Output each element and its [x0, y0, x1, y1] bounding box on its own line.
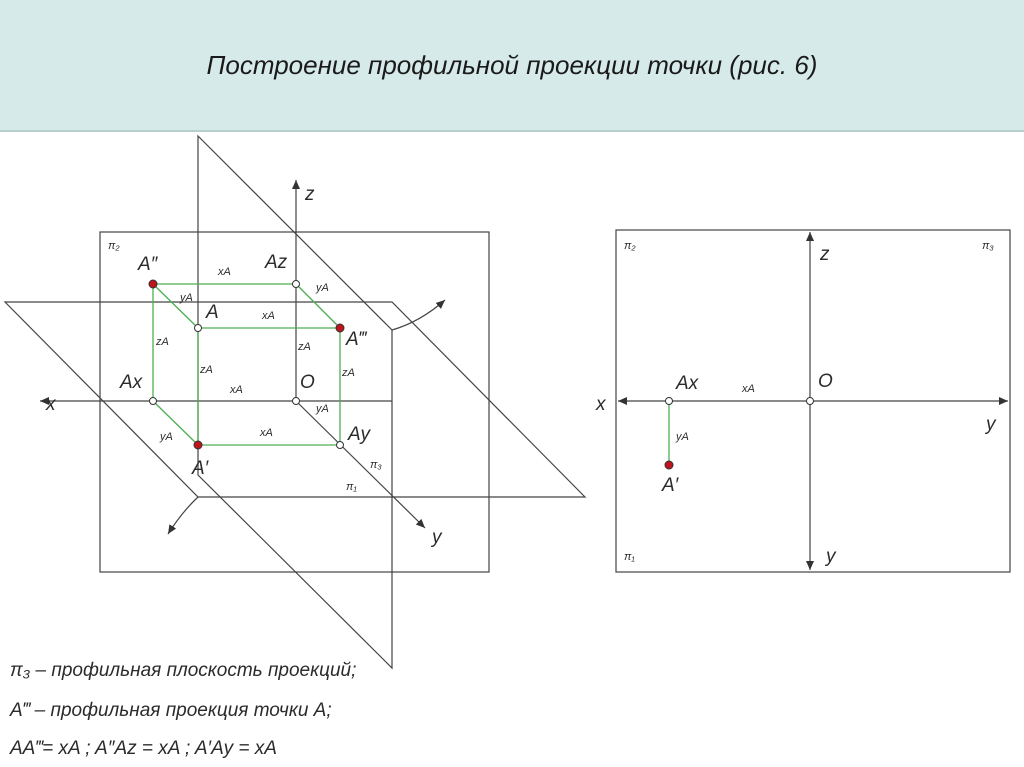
- epure-dim-xA: xA: [741, 383, 755, 395]
- dim-xA-bottom: xA: [259, 427, 273, 439]
- point-O: [292, 397, 300, 405]
- dim-xA-top: xA: [217, 266, 231, 278]
- dim-yA-2: yA: [315, 282, 329, 294]
- y-axis: [295, 400, 426, 529]
- label-Az: Az: [264, 252, 288, 273]
- epure-point-Ax: [665, 397, 673, 405]
- epure-label-Ax: Ax: [675, 373, 700, 394]
- epure-label-y-right: y: [984, 414, 997, 435]
- epure-frame: [615, 229, 1011, 573]
- point-A3: [335, 323, 345, 333]
- epure-label-z: z: [819, 244, 830, 265]
- label-z: z: [304, 184, 315, 205]
- label-y: y: [430, 527, 443, 548]
- dim-zA-2: zA: [199, 364, 213, 376]
- construction-lines: [152, 283, 341, 446]
- legend-line-3: AA‴= xA ; A″Az = xA ; A′Ay = xA: [9, 738, 277, 759]
- label-A1: A′: [191, 458, 210, 479]
- label-x: x: [45, 394, 57, 415]
- legend-line-2: A‴ – профильная проекция точки A;: [9, 700, 332, 721]
- dim-zA-4: zA: [341, 367, 355, 379]
- horizontal-plane: [3, 301, 587, 498]
- label-pi1: π₁: [346, 481, 357, 493]
- dim-xA-axis: xA: [229, 384, 243, 396]
- dim-zA-3: zA: [297, 341, 311, 353]
- epure-label-pi3: π₃: [982, 240, 994, 252]
- epure-label-pi2: π₂: [624, 240, 636, 252]
- dim-yA-1: yA: [179, 292, 193, 304]
- point-A2: [148, 279, 158, 289]
- point-Ax: [149, 397, 157, 405]
- dim-yA-3: yA: [315, 403, 329, 415]
- point-Az: [292, 280, 300, 288]
- epure-label-A1: A′: [661, 475, 680, 496]
- label-A2: A″: [137, 254, 159, 275]
- dim-yA-4: yA: [159, 431, 173, 443]
- epure-label-pi1: π₁: [624, 551, 635, 563]
- rotation-arrow-horizontal: [167, 496, 199, 535]
- point-A: [194, 324, 202, 332]
- label-A: A: [205, 302, 219, 323]
- epure-point-A1: [664, 460, 674, 470]
- label-Ay: Ay: [347, 424, 372, 445]
- epure-dim-yA: yA: [675, 431, 689, 443]
- label-pi2: π₂: [108, 240, 120, 252]
- epure-point-O: [806, 397, 814, 405]
- left-points: [148, 279, 345, 450]
- label-origin: O: [300, 372, 315, 393]
- label-pi3: π₃: [370, 459, 382, 471]
- label-Ax: Ax: [119, 372, 144, 393]
- epure-label-x: x: [595, 394, 607, 415]
- legend-line-1: π₃ – профильная плоскость проекций;: [10, 660, 356, 681]
- dim-zA-1: zA: [155, 336, 169, 348]
- rotation-arrow-profile: [391, 299, 446, 331]
- point-A1: [193, 440, 203, 450]
- slide-title: Построение профильной проекции точки (ри…: [206, 50, 818, 80]
- point-Ay: [336, 441, 344, 449]
- label-A3: A‴: [345, 329, 368, 350]
- epure-label-y-bottom: y: [824, 546, 837, 567]
- epure-label-origin: O: [818, 371, 833, 392]
- right-figure: [615, 229, 1011, 573]
- dim-xA-mid: xA: [261, 310, 275, 322]
- title-bar: [0, 0, 1024, 132]
